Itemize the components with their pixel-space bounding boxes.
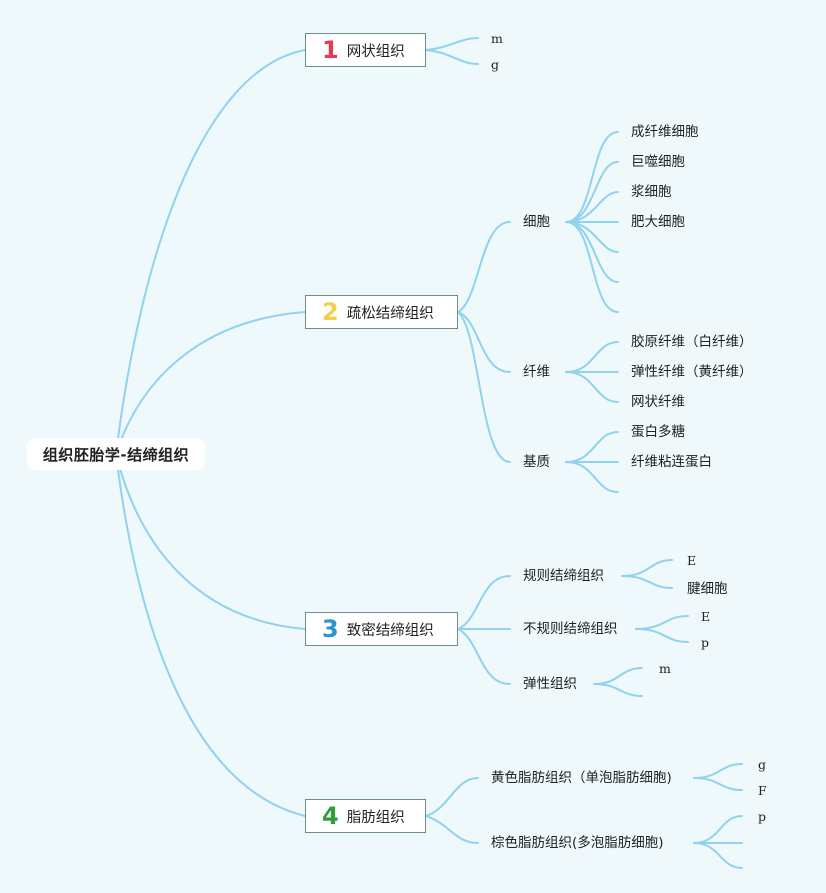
leaf-node[interactable]: 肥大细胞 (631, 214, 685, 230)
subnode-ground-substance[interactable]: 基质 (523, 454, 550, 470)
subnode-fibers[interactable]: 纤维 (523, 364, 550, 380)
leaf-node[interactable]: E (701, 609, 711, 624)
leaf-node[interactable]: p (758, 809, 767, 824)
number-4-icon: 4 (322, 802, 339, 830)
leaf-node[interactable]: 巨噬细胞 (631, 154, 685, 170)
subnode-yellow-adipose[interactable]: 黄色脂肪组织（单泡脂肪细胞) (491, 770, 672, 786)
number-2-icon: 2 (322, 298, 339, 326)
subnode-cells[interactable]: 细胞 (523, 214, 550, 230)
branch-label: 疏松结缔组织 (346, 305, 434, 322)
number-3-icon: 3 (322, 615, 339, 643)
branch-adipose-tissue[interactable]: 4 脂肪组织 (305, 799, 426, 833)
branch-label: 脂肪组织 (346, 809, 405, 826)
subnode-elastic[interactable]: 弹性组织 (523, 676, 577, 692)
leaf-node[interactable]: E (687, 553, 697, 568)
root-topic[interactable]: 组织胚胎学-结缔组织 (27, 438, 205, 470)
leaf-node[interactable]: 成纤维细胞 (631, 124, 699, 140)
leaf-node[interactable]: 浆细胞 (631, 184, 672, 200)
leaf-node[interactable]: 纤维粘连蛋白 (631, 454, 712, 470)
branch-dense-connective-tissue[interactable]: 3 致密结缔组织 (305, 612, 458, 646)
branch-loose-connective-tissue[interactable]: 2 疏松结缔组织 (305, 295, 458, 329)
leaf-node[interactable]: 腱细胞 (687, 581, 728, 597)
subnode-irregular[interactable]: 不规则结缔组织 (523, 621, 618, 637)
branch-label: 致密结缔组织 (346, 622, 434, 639)
leaf-node[interactable]: 胶原纤维（白纤维） (631, 334, 753, 350)
branch-reticular-tissue[interactable]: 1 网状组织 (305, 33, 426, 67)
leaf-node[interactable]: m (659, 661, 671, 676)
leaf-node[interactable]: g (491, 57, 500, 72)
subnode-brown-adipose[interactable]: 棕色脂肪组织(多泡脂肪细胞) (491, 835, 664, 851)
subnode-regular[interactable]: 规则结缔组织 (523, 568, 604, 584)
leaf-node[interactable]: 网状纤维 (631, 394, 685, 410)
branch-label: 网状组织 (346, 43, 405, 60)
leaf-node[interactable]: m (491, 31, 503, 46)
leaf-node[interactable]: 蛋白多糖 (631, 424, 685, 440)
leaf-node[interactable]: g (758, 757, 767, 772)
leaf-node[interactable]: 弹性纤维（黄纤维） (631, 364, 753, 380)
number-1-icon: 1 (322, 36, 339, 64)
leaf-node[interactable]: F (758, 783, 767, 798)
leaf-node[interactable]: p (701, 635, 710, 650)
